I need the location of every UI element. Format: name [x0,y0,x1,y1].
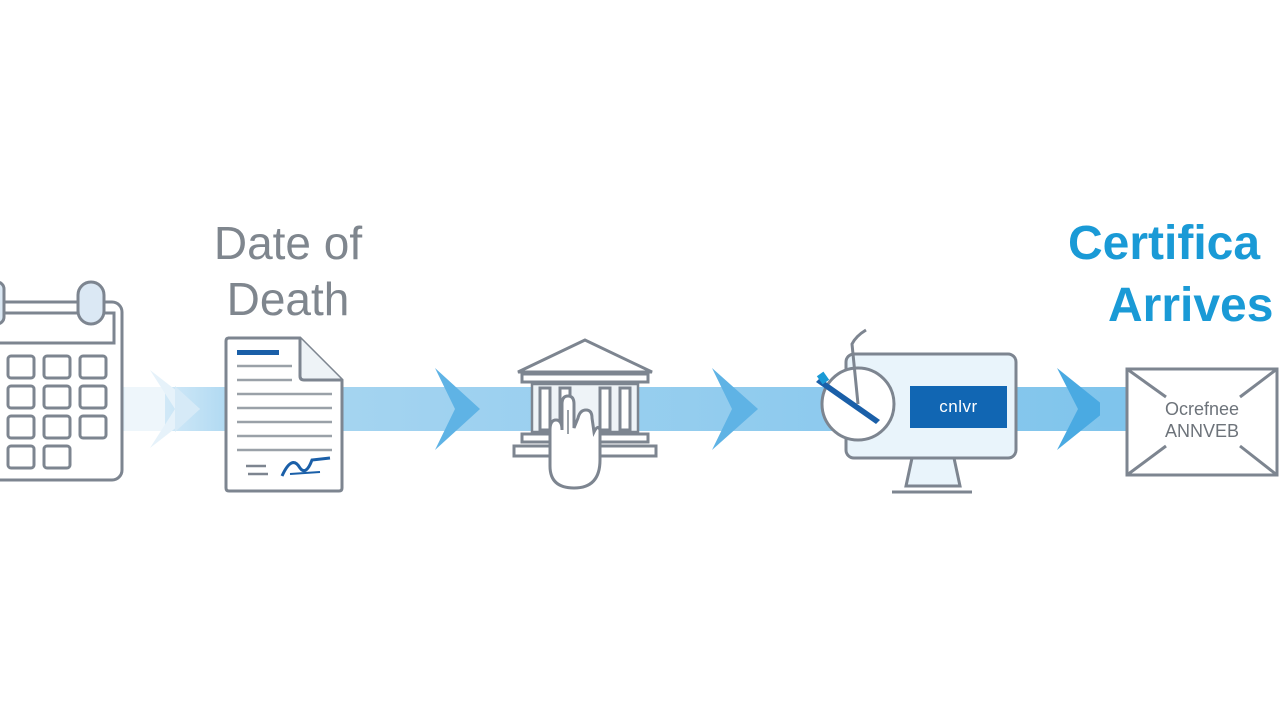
calendar-icon [0,280,124,482]
date-of-death-line1: Date of [213,217,363,269]
arrow-2-icon [435,368,480,450]
envelope-line1: Ocrefnee [1164,399,1240,419]
screen-badge: cnlvr [910,386,1007,428]
envelope-icon [1125,367,1279,477]
bank-building-hand-icon [512,338,658,490]
envelope-text: Ocrefnee ANNVEB [1132,398,1272,442]
arrow-1-icon [125,370,200,448]
certificate-line2: Arrives [1108,279,1274,332]
certificate-arrives-label: Certifica Arrives [1068,220,1280,344]
date-of-death-line2: Death [226,273,350,325]
envelope-line2: ANNVEB [1164,421,1240,441]
arrow-3-icon [712,368,758,450]
document-signature-icon [224,336,344,493]
certificate-line1: Certifica [1068,217,1261,270]
date-of-death-label: Date of Death [198,220,378,332]
